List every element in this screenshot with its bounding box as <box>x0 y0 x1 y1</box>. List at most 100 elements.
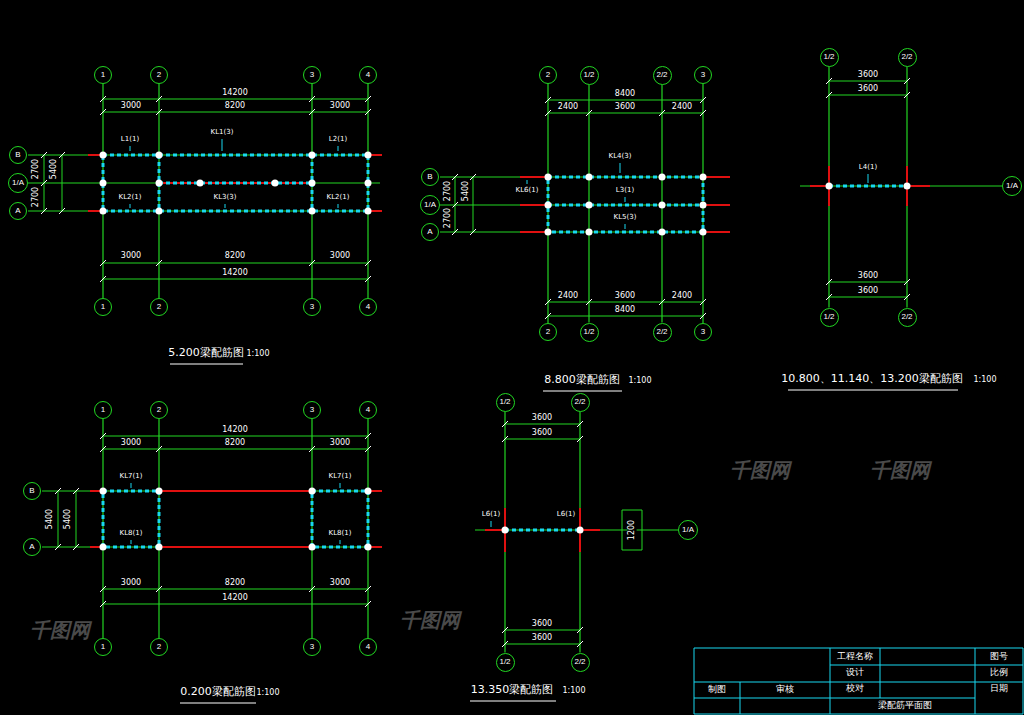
axis-bubble: 2 <box>539 66 557 84</box>
column-dot <box>100 152 911 551</box>
dimension-text: 3000 <box>120 579 142 588</box>
column-dot <box>156 208 163 215</box>
axis-bubble: 1 <box>94 66 112 84</box>
axis-bubble: 2 <box>150 401 168 419</box>
column-dot <box>272 180 279 187</box>
axis-number: 1 <box>101 303 105 311</box>
dimension-text: 2700 <box>444 180 453 202</box>
title-block-text: 校对 <box>845 684 865 694</box>
dimension-text: 1200 <box>628 519 637 541</box>
dimension-text: 3600 <box>857 272 879 281</box>
axis-number: 3 <box>701 328 705 336</box>
column-dot <box>100 208 107 215</box>
beam-label: L6(1) <box>556 511 576 519</box>
dimension-text: 3000 <box>120 439 142 448</box>
axis-number: 1/2 <box>499 658 510 666</box>
axis-bubble: 4 <box>359 298 377 316</box>
title-block-text: 设计 <box>845 668 865 678</box>
axis-bubble: 1 <box>94 401 112 419</box>
dimension-text: 5400 <box>46 508 55 530</box>
column-dot <box>700 174 707 181</box>
column-dot <box>156 488 163 495</box>
beam-line <box>103 155 907 547</box>
column-dot <box>826 183 833 190</box>
leader-line <box>130 139 868 544</box>
axis-number: 1 <box>101 406 105 414</box>
drawing-title: 13.350梁配筋图 <box>470 684 555 696</box>
dimension-text: 3600 <box>857 71 879 80</box>
axis-bubble: 1/A <box>420 195 440 215</box>
dimension-text: 14200 <box>221 594 248 603</box>
axis-bubble: 3 <box>303 401 321 419</box>
axis-number: 2/2 <box>574 658 585 666</box>
column-dot <box>586 202 593 209</box>
beam-label: L4(1) <box>858 164 878 172</box>
dimension-text: 2700 <box>444 207 453 229</box>
beam-label: L2(1) <box>328 136 348 144</box>
dimension-text: 8200 <box>224 439 246 448</box>
title-block-text: 审核 <box>775 685 795 695</box>
axis-bubble: 2/2 <box>898 308 917 327</box>
dimension-text: 3600 <box>614 103 636 112</box>
dimension-text: 3600 <box>857 287 879 296</box>
axis-bubble: 1 <box>94 638 112 656</box>
dimension-text: 3600 <box>614 292 636 301</box>
beam-label: KL5(3) <box>613 214 638 222</box>
column-dot <box>365 180 372 187</box>
dimension-text: 14200 <box>221 89 248 98</box>
column-dot <box>309 152 316 159</box>
axis-number: 1 <box>101 71 105 79</box>
title-block-text: 工程名称 <box>836 652 874 662</box>
axis-number: 1/2 <box>583 328 594 336</box>
dimension-text: 5400 <box>64 508 73 530</box>
axis-bubble: 3 <box>694 323 712 341</box>
axis-number: 3 <box>310 71 314 79</box>
column-dot <box>100 152 107 159</box>
dimension-text: 2400 <box>557 103 579 112</box>
beam-label: L1(1) <box>120 136 140 144</box>
column-dot <box>100 488 107 495</box>
column-dot <box>545 174 552 181</box>
axis-bubble: 2/2 <box>571 393 590 412</box>
dimension-text: 2400 <box>671 292 693 301</box>
dimension-text: 3600 <box>531 620 553 629</box>
axis-number: B <box>427 173 432 181</box>
column-dot <box>156 180 163 187</box>
dimension-text: 3000 <box>120 102 142 111</box>
axis-number: 2/2 <box>901 313 912 321</box>
beam-label: KL2(1) <box>326 194 351 202</box>
column-dot <box>100 544 107 551</box>
axis-number: 2 <box>157 71 161 79</box>
dimension-text: 2700 <box>32 158 41 180</box>
scale-text: 1:100 <box>972 376 997 385</box>
beam-label: L6(1) <box>481 511 501 519</box>
column-dot <box>700 202 707 209</box>
title-block-frame <box>694 648 1023 714</box>
column-dot <box>659 229 666 236</box>
dimension-text: 2400 <box>557 292 579 301</box>
drawing-title: 8.800梁配筋图 <box>543 374 621 386</box>
dimension-text: 3600 <box>857 85 879 94</box>
axis-bubble: 1/2 <box>496 393 515 412</box>
axis-grid-line <box>312 419 313 638</box>
axis-bubble: 1/2 <box>580 66 599 85</box>
column-dot <box>309 488 316 495</box>
axis-bubble: A <box>9 202 27 220</box>
title-block-text: 制图 <box>707 685 727 695</box>
dimension-text: 2400 <box>671 103 693 112</box>
column-dot <box>365 208 372 215</box>
axis-number: 1/2 <box>583 71 594 79</box>
axis-number: 2 <box>157 406 161 414</box>
scale-text: 1:100 <box>245 350 270 359</box>
dimension-line <box>44 81 907 644</box>
axis-bubble: 2/2 <box>571 653 590 672</box>
axis-number: 2 <box>546 328 550 336</box>
axis-bubble: 4 <box>359 401 377 419</box>
axis-bubble: 2/2 <box>898 48 917 67</box>
column-dot <box>365 544 372 551</box>
column-dot <box>545 229 552 236</box>
beam-label: KL2(1) <box>118 194 143 202</box>
